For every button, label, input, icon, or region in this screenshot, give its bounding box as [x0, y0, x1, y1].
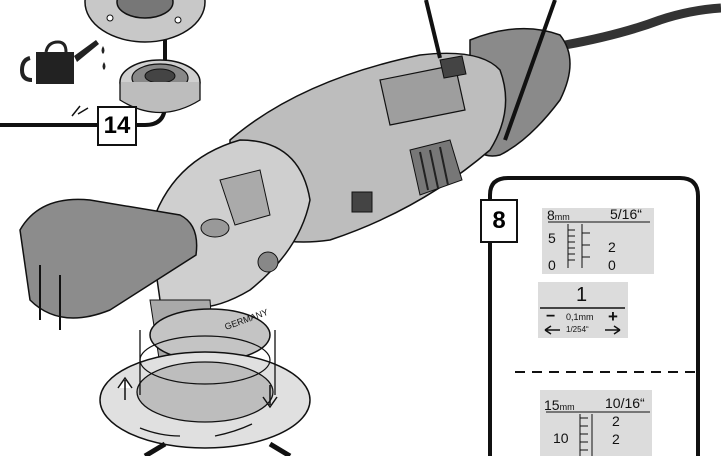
rotation-arrow-icon: [262, 385, 278, 409]
spindle-bearing: [119, 59, 201, 114]
callout-step-8: 8: [480, 199, 518, 243]
scale-bottom-inch-a: 2: [612, 413, 620, 429]
pointer-line: [424, 0, 442, 59]
scale-top-mm-5: 5: [548, 230, 556, 246]
scale-bottom-mm-10: 10: [553, 430, 569, 446]
adjust-step-mm: 0,1mm: [566, 312, 594, 322]
oil-line-icon: [71, 105, 89, 117]
scale-bottom-inch-b: 2: [612, 431, 620, 447]
scale-top-inch-0: 0: [608, 257, 616, 273]
callout-step-14: 14: [97, 106, 137, 146]
scale-panel-bottom: [540, 390, 652, 456]
rotation-arrow-icon: [214, 423, 253, 437]
pointer-line: [268, 441, 292, 456]
pointer-line: [503, 0, 557, 141]
adjust-plus: +: [608, 307, 618, 326]
scale-bottom-mm-15: 15mm: [544, 397, 575, 413]
rotation-arrow-icon: [117, 376, 133, 400]
oil-drop-icon: [101, 46, 106, 70]
scale-top-mm-0: 0: [548, 257, 556, 273]
grinder-body: [19, 3, 721, 449]
adjust-digit: 1: [576, 284, 588, 306]
adjust-minus: −: [546, 308, 556, 325]
scale-bottom-inch-label: 10/16“: [605, 395, 645, 411]
flange-disc: [84, 0, 206, 43]
oil-can-icon: [19, 40, 99, 84]
scale-top-inch-2: 2: [608, 239, 616, 255]
pointer-line: [143, 441, 167, 456]
rotation-arrow-icon: [139, 427, 181, 437]
scale-panel-top: [542, 208, 654, 274]
scale-top-mm-8: 8mm: [547, 207, 570, 223]
adjust-step-inch: 1/254“: [566, 325, 589, 334]
scale-top-inch-label: 5/16“: [610, 206, 642, 222]
